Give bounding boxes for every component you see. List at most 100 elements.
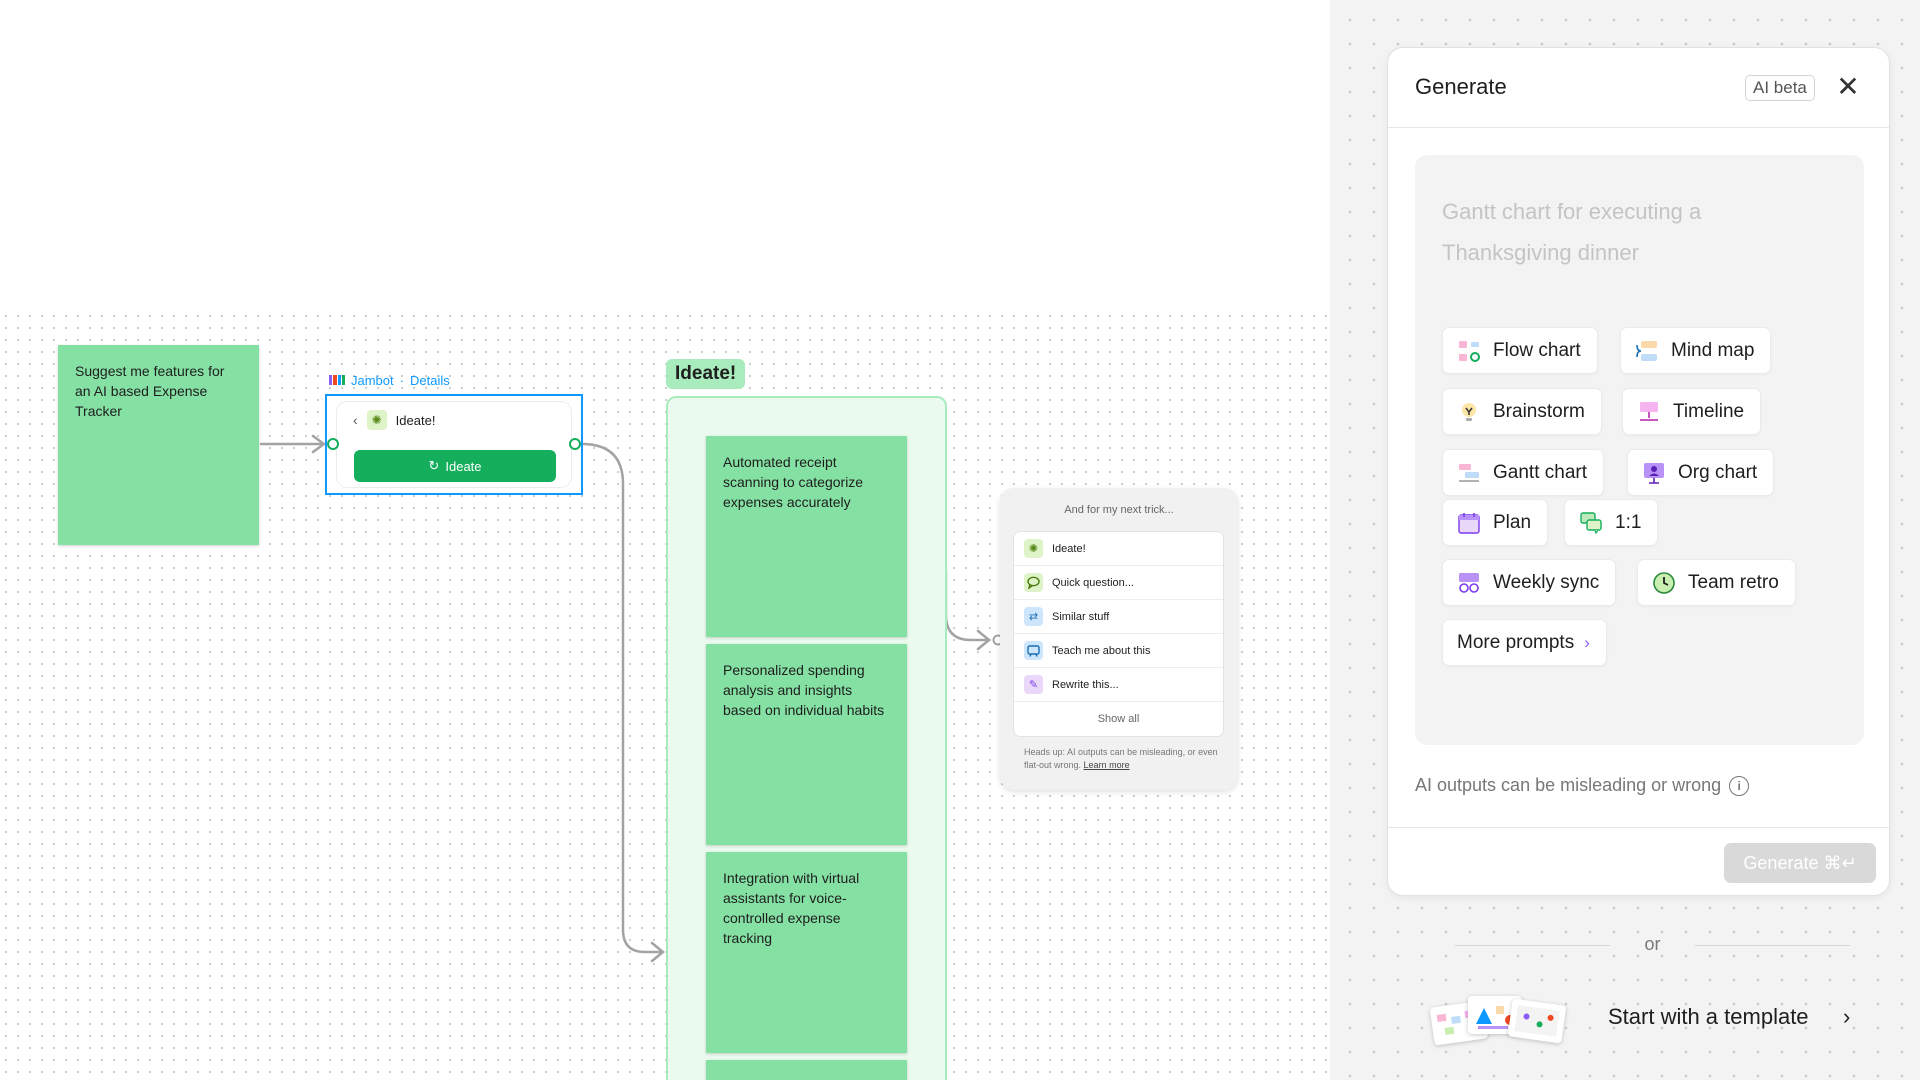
ideate-button[interactable]: ↻ Ideate (354, 450, 556, 482)
or-divider: or (1455, 934, 1850, 956)
speech-bubble-icon (1024, 573, 1043, 592)
chip-label: Mind map (1671, 339, 1755, 361)
sticky-note-idea-1[interactable]: Automated receipt scanning to categorize… (706, 436, 907, 637)
sparkle-icon: ✺ (366, 410, 387, 430)
ideate-button-label: Ideate (445, 458, 482, 474)
calendar-icon (1457, 511, 1481, 535)
jambot-brand: Jambot (351, 372, 394, 388)
chip-mind-map[interactable]: Mind map (1620, 327, 1772, 374)
trick-item-label: Ideate! (1052, 542, 1086, 555)
ai-disclaimer: AI outputs can be misleading or wrong i (1415, 775, 1750, 796)
jambot-header: Jambot · Details (329, 371, 450, 389)
timeline-icon (1637, 400, 1661, 424)
flow-chart-icon (1457, 339, 1481, 363)
jambot-details-link[interactable]: Details (409, 372, 450, 388)
mind-map-icon (1635, 339, 1659, 363)
sticky-note-text: Automated receipt scanning to categorize… (723, 454, 864, 510)
sticky-note-idea-2[interactable]: Personalized spending analysis and insig… (706, 644, 907, 845)
trick-item-teach-me[interactable]: Teach me about this (1014, 634, 1223, 668)
chip-label: Weekly sync (1493, 571, 1600, 593)
chat-bubbles-icon (1579, 511, 1603, 535)
rewrite-icon: ✎ (1024, 675, 1043, 694)
chip-timeline[interactable]: Timeline (1622, 388, 1762, 435)
chip-label: Flow chart (1493, 339, 1581, 361)
chip-label: Gantt chart (1493, 461, 1587, 483)
trick-item-rewrite[interactable]: ✎ Rewrite this... (1014, 668, 1223, 702)
prompt-input[interactable] (1442, 191, 1822, 281)
org-chart-icon (1642, 461, 1666, 485)
trick-item-ideate[interactable]: ✺ Ideate! (1014, 532, 1223, 566)
chip-gantt-chart[interactable]: Gantt chart (1442, 449, 1604, 496)
chip-team-retro[interactable]: Team retro (1637, 559, 1796, 606)
chip-one-on-one[interactable]: 1:1 (1564, 499, 1659, 546)
clock-icon (1652, 571, 1676, 595)
trick-item-label: Similar stuff (1052, 610, 1110, 623)
input-port[interactable] (327, 438, 339, 450)
sticky-note-text: Suggest me features for an AI based Expe… (75, 363, 225, 419)
trick-panel-footer: Heads up: AI outputs can be misleading, … (1024, 746, 1220, 772)
weekly-sync-icon (1457, 571, 1481, 595)
teach-icon (1024, 641, 1043, 660)
trick-item-quick-question[interactable]: Quick question... (1014, 566, 1223, 600)
chip-org-chart[interactable]: Org chart (1627, 449, 1775, 496)
lightbulb-icon (1457, 400, 1481, 424)
chevron-right-icon: › (1843, 1004, 1851, 1029)
prompt-box: Flow chart Mind map Brainstorm Timeline (1415, 155, 1864, 745)
chip-label: Team retro (1688, 571, 1779, 593)
generate-panel: Generate AI beta ✕ Flow chart Mind map B… (1387, 47, 1890, 896)
gantt-chart-icon (1457, 461, 1481, 485)
chip-label: Brainstorm (1493, 400, 1585, 422)
jambot-widget-body: ‹ ✺ Ideate! ↻ Ideate (337, 402, 571, 487)
close-icon[interactable]: ✕ (1836, 71, 1860, 102)
generate-panel-title: Generate (1415, 74, 1507, 99)
start-with-template-link[interactable]: Start with a template › (1428, 990, 1858, 1046)
learn-more-link[interactable]: Learn more (1083, 760, 1130, 770)
sticky-note-text: Integration with virtual assistants for … (723, 870, 860, 946)
trick-list: ✺ Ideate! Quick question... ⇄ Similar st… (1014, 532, 1223, 736)
jambot-widget-title-row: ‹ ✺ Ideate! (353, 410, 435, 430)
similar-icon: ⇄ (1024, 607, 1043, 626)
trick-item-label: Quick question... (1052, 576, 1134, 589)
ai-beta-badge: AI beta (1745, 75, 1815, 101)
chip-flow-chart[interactable]: Flow chart (1442, 327, 1598, 374)
chevron-left-icon[interactable]: ‹ (353, 412, 358, 428)
disclaimer-text: AI outputs can be misleading or wrong (1415, 775, 1722, 795)
chip-label: Timeline (1673, 400, 1745, 422)
sticky-note-idea-3[interactable]: Integration with virtual assistants for … (706, 852, 907, 1053)
chip-label: Plan (1493, 511, 1532, 533)
next-trick-title: And for my next trick... (1064, 504, 1174, 516)
chip-label: Org chart (1678, 461, 1758, 483)
jambot-separator: · (399, 372, 404, 388)
chip-weekly-sync[interactable]: Weekly sync (1442, 559, 1617, 606)
trick-item-label: Rewrite this... (1052, 678, 1119, 691)
output-port[interactable] (569, 438, 581, 450)
generate-panel-header: Generate AI beta ✕ (1388, 48, 1889, 128)
sticky-note-idea-4[interactable] (706, 1060, 907, 1080)
generate-button[interactable]: Generate ⌘↵ (1724, 843, 1876, 883)
divider-line-left (1455, 945, 1610, 946)
jambot-widget-title: Ideate! (395, 412, 436, 428)
refresh-icon: ↻ (428, 458, 440, 473)
template-thumbnails-icon (1428, 990, 1568, 1046)
chip-label: More prompts (1457, 631, 1575, 653)
sticky-note-text: Personalized spending analysis and insig… (723, 662, 885, 718)
show-all-button[interactable]: Show all (1097, 713, 1140, 725)
more-prompts-button[interactable]: More prompts › (1442, 619, 1607, 666)
template-label: Start with a template (1608, 1004, 1809, 1029)
sparkle-icon: ✺ (1024, 539, 1043, 558)
chip-brainstorm[interactable]: Brainstorm (1442, 388, 1602, 435)
chip-plan[interactable]: Plan (1442, 499, 1549, 546)
jambot-widget[interactable]: ‹ ✺ Ideate! ↻ Ideate (325, 394, 583, 495)
next-trick-panel: And for my next trick... ✺ Ideate! Quick… (1000, 488, 1238, 790)
chip-label: 1:1 (1615, 511, 1642, 533)
chevron-right-icon: › (1584, 632, 1590, 652)
trick-item-label: Teach me about this (1052, 644, 1151, 657)
info-icon[interactable]: i (1729, 775, 1750, 796)
jambot-logo-icon (329, 375, 345, 385)
trick-item-similar-stuff[interactable]: ⇄ Similar stuff (1014, 600, 1223, 634)
sticky-note-prompt[interactable]: Suggest me features for an AI based Expe… (58, 345, 259, 545)
divider-line-right (1695, 945, 1850, 946)
whiteboard-canvas[interactable]: Suggest me features for an AI based Expe… (0, 0, 1330, 1080)
or-text: or (1644, 934, 1661, 954)
section-label[interactable]: Ideate! (666, 359, 746, 389)
